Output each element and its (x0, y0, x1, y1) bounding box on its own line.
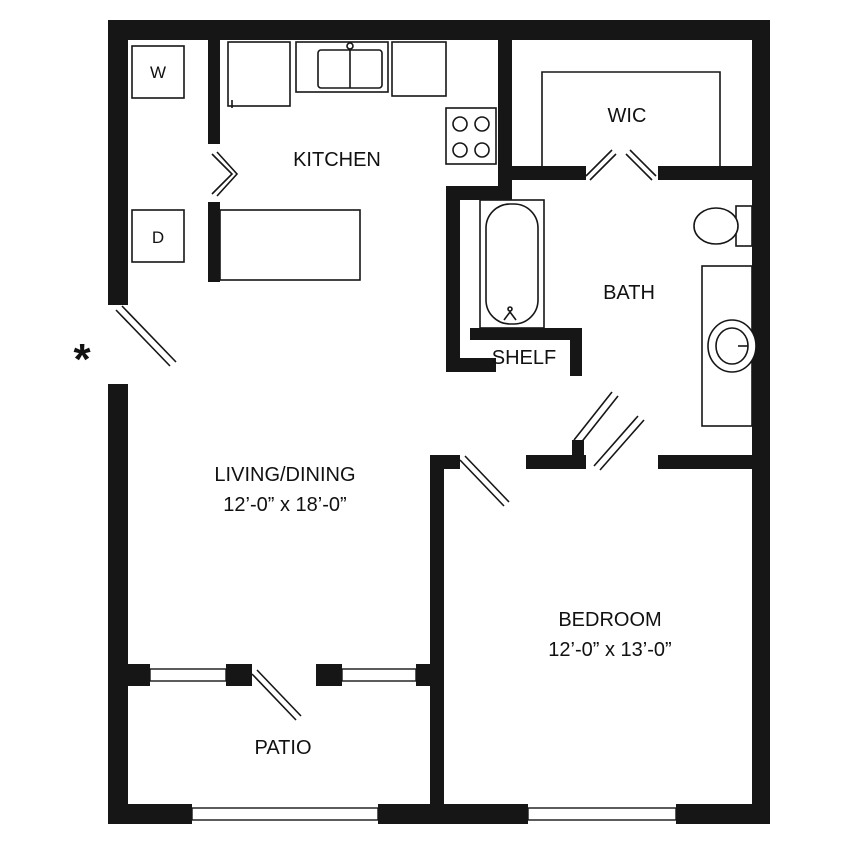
dryer-label: D (152, 228, 164, 247)
room-labels: KITCHEN WIC BATH SHELF LIVING/DINING 12’… (73, 105, 671, 759)
toilet-bowl (693, 207, 739, 245)
right-wall (752, 20, 770, 824)
bath-door (573, 391, 645, 471)
living-size: 12’-0” x 18’-0” (223, 494, 346, 516)
living-label: LIVING/DINING (214, 464, 355, 486)
bathtub-basin (485, 203, 539, 325)
bathtub (479, 199, 545, 329)
bath-wall-left (526, 455, 586, 469)
kitchen-counter-right (391, 41, 447, 97)
wic-fixtures (541, 71, 721, 166)
stove-burner (452, 142, 468, 158)
bedroom-label: BEDROOM (558, 609, 661, 631)
shelf-label: SHELF (492, 347, 556, 369)
doors (115, 149, 657, 721)
wic-label: WIC (608, 105, 647, 127)
washer-label: W (150, 63, 166, 82)
bath-label: BATH (603, 282, 655, 304)
windows (149, 668, 677, 821)
laundry-wall-upper (208, 40, 220, 144)
bathtub-drain (503, 310, 517, 321)
patio-window-right (341, 668, 417, 682)
wic-wall-left (512, 166, 586, 180)
shelf-wall-bottom (446, 358, 496, 372)
bottom-wall-left (108, 804, 192, 824)
top-wall (108, 20, 770, 40)
stove (445, 107, 497, 165)
left-wall-upper (108, 20, 128, 305)
patio-wall-mid-right (316, 664, 342, 686)
kitchen-island (219, 209, 361, 281)
wic-door-left (585, 149, 617, 181)
laundry-wall-lower (208, 202, 220, 282)
patio-window-left (149, 668, 227, 682)
kitchen-counter-left (227, 41, 291, 107)
wic-door-right (625, 149, 657, 181)
tub-wall-left (446, 186, 460, 370)
dryer (131, 209, 185, 263)
wic-wall-right (658, 166, 752, 180)
wic-shelving (541, 71, 721, 166)
bedroom-door (459, 455, 510, 507)
bath-door-stop (572, 440, 584, 460)
stove-burner (452, 116, 468, 132)
shelf-wall-right (570, 328, 582, 376)
entry-marker: * (73, 335, 91, 384)
kitchen-faucet (346, 42, 354, 50)
kitchen-label: KITCHEN (293, 149, 381, 171)
bedroom-bottom-window (527, 807, 677, 821)
washer (131, 45, 185, 99)
bedroom-wall-vertical (430, 455, 444, 824)
core-wall-horizontal (446, 186, 512, 200)
patio-wall-mid-left (226, 664, 252, 686)
shelf-wall-top (470, 328, 582, 340)
patio-wall-right (416, 664, 432, 686)
entry-door (115, 305, 177, 367)
patio-bottom-window (191, 807, 379, 821)
bath-fixtures (479, 199, 757, 427)
bath-wall-right (658, 455, 752, 469)
core-wall-vertical (498, 40, 512, 188)
left-wall-lower (108, 384, 128, 824)
bottom-wall-right (676, 804, 770, 824)
laundry-fixtures: W D (131, 45, 185, 263)
bedroom-size: 12’-0” x 13’-0” (548, 639, 671, 661)
stove-burner (474, 116, 490, 132)
patio-door (251, 669, 302, 721)
laundry-bifold-door (211, 151, 239, 197)
kitchen-fixtures (219, 41, 497, 281)
patio-wall-left (128, 664, 150, 686)
patio-label: PATIO (254, 737, 311, 759)
stove-burner (474, 142, 490, 158)
walls (108, 20, 770, 824)
bottom-wall-mid (378, 804, 528, 824)
